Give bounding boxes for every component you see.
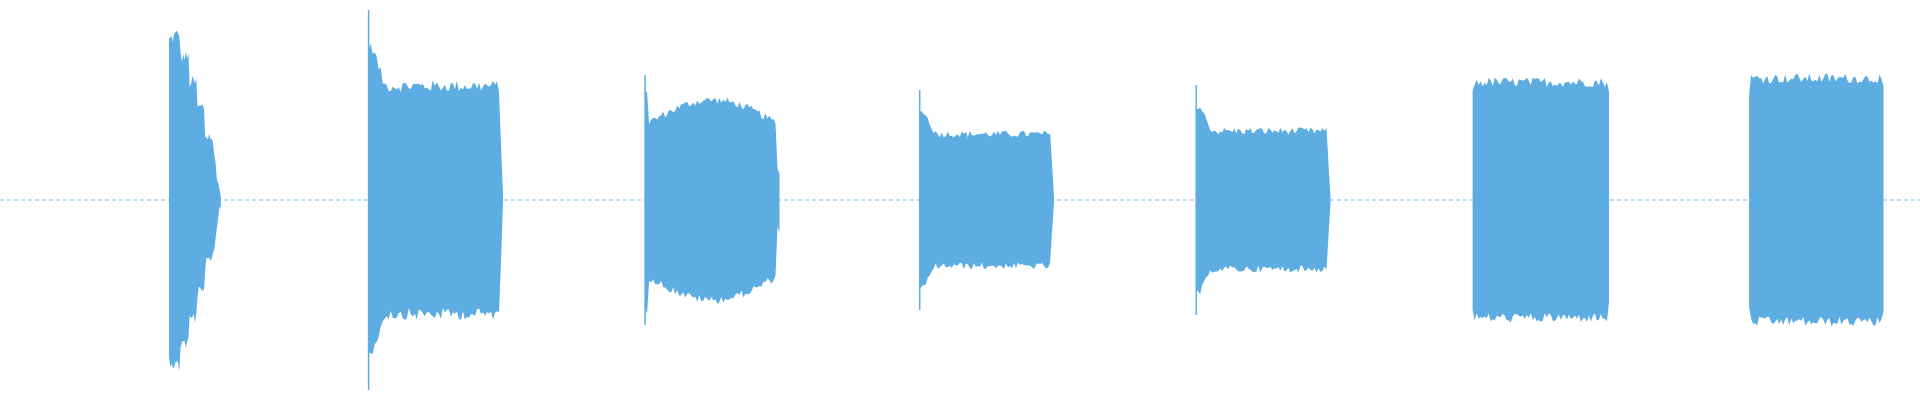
waveform-segment-7 [1749, 73, 1884, 327]
waveform-segment-6 [1472, 77, 1609, 323]
waveform-segment-1 [169, 30, 221, 372]
waveform-segment-5 [1196, 107, 1331, 295]
waveform-segment-3 [645, 90, 780, 314]
waveform-segment-2 [368, 43, 503, 354]
waveform-segment-4 [919, 110, 1055, 291]
waveform-segments [169, 10, 1884, 390]
